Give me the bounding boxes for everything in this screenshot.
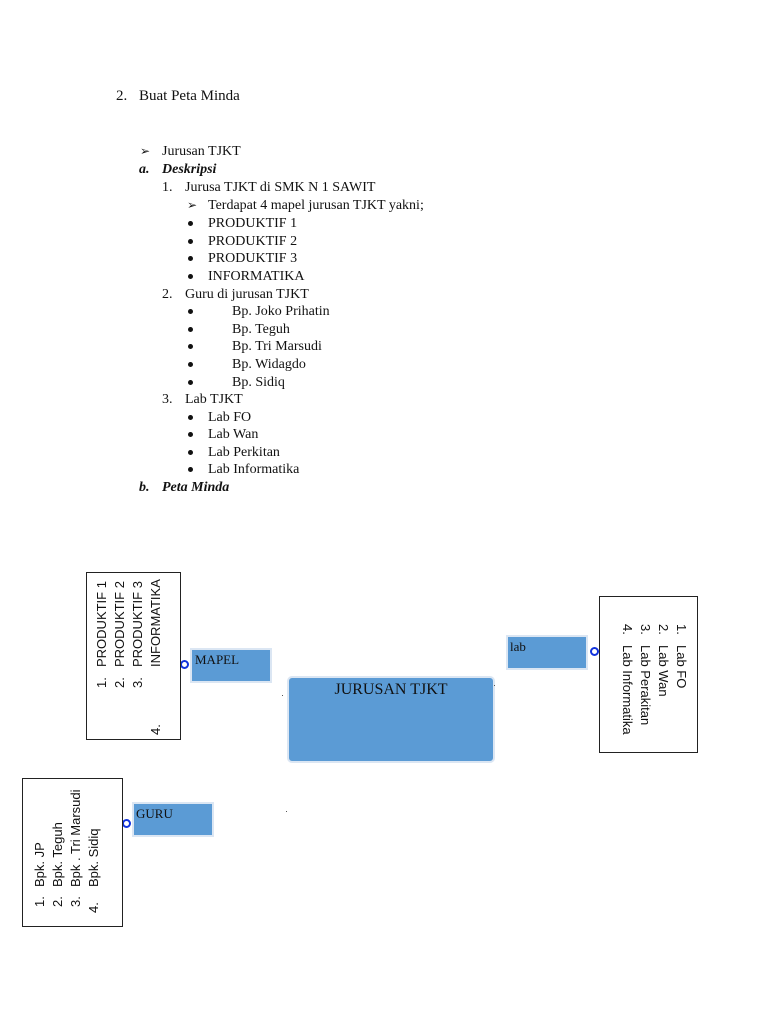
list-item: PRODUKTIF 2 [112, 581, 127, 667]
list-item: Bpk. JP [32, 842, 47, 887]
list-item: PRODUKTIF 2 [208, 234, 298, 249]
heading-number: 2. [116, 88, 128, 104]
list-item: PRODUKTIF 3 [208, 251, 298, 266]
mapel-list-box: 1. 2. 3. 4. PRODUKTIF 1 PRODUKTIF 2 PROD… [86, 572, 181, 740]
list-item: Bpk. Teguh [50, 822, 65, 887]
part-b-marker: b. [139, 480, 150, 495]
bullet-icon [188, 450, 193, 455]
bullet-icon [188, 274, 193, 279]
bullet-icon [188, 362, 193, 367]
connector-speck [286, 811, 287, 812]
list-item-number: 3. [130, 677, 145, 688]
mapel-node-label: MAPEL [195, 652, 240, 667]
list-item-number: 1. [94, 677, 109, 688]
item2-text: Guru di jurusan TJKT [185, 287, 309, 302]
lab-list: 1. 2. 3. 4. Lab FO Lab Wan Lab Perakitan… [610, 624, 690, 754]
list-item-number: 1. [32, 896, 47, 907]
mapel-node: MAPEL [190, 648, 272, 683]
guru-node-label: GURU [136, 806, 173, 821]
connector-handle [122, 819, 131, 828]
list-item: Bp. Teguh [232, 322, 290, 337]
list-item: INFORMATIKA [148, 579, 163, 667]
guru-node: GURU [132, 802, 214, 837]
list-item: Lab FO [208, 410, 252, 425]
list-item: Lab Wan [208, 427, 259, 442]
connector-handle [180, 660, 189, 669]
item2-number: 2. [162, 287, 173, 302]
item1-number: 1. [162, 180, 173, 195]
item1-sub: Terdapat 4 mapel jurusan TJKT yakni; [208, 198, 424, 213]
bullet-icon [188, 467, 193, 472]
item3-text: Lab TJKT [185, 392, 243, 407]
item3-number: 3. [162, 392, 173, 407]
item1-text: Jurusa TJKT di SMK N 1 SAWIT [185, 180, 376, 195]
bullet-icon [188, 380, 193, 385]
guru-list: 1. 2. 3. 4. Bpk. JP Bpk. Teguh Bpk . Tri… [31, 777, 111, 913]
center-node-label: JURUSAN TJKT [334, 681, 448, 698]
lab-list-box: 1. 2. 3. 4. Lab FO Lab Wan Lab Perakitan… [599, 596, 698, 753]
guru-list-box: 1. 2. 3. 4. Bpk. JP Bpk. Teguh Bpk . Tri… [22, 778, 123, 927]
list-item: Bp. Joko Prihatin [232, 304, 330, 319]
center-node: JURUSAN TJKT [287, 676, 495, 763]
bullet-icon [188, 256, 193, 261]
list-item: Lab Perkitan [208, 445, 280, 460]
list-item: Lab FO [674, 645, 689, 689]
heading-text: Buat Peta Minda [139, 88, 240, 104]
list-item: Lab Informatika [620, 645, 635, 735]
lab-node-label: lab [510, 639, 526, 654]
list-item: Bp. Widagdo [232, 357, 306, 372]
list-item-number: 3. [68, 896, 83, 907]
arrow-bullet-icon: ➢ [187, 198, 198, 212]
bullet-icon [188, 221, 193, 226]
bullet-icon [188, 415, 193, 420]
list-item: Bpk . Tri Marsudi [68, 789, 83, 887]
bullet-icon [188, 432, 193, 437]
list-item-number: 1. [674, 624, 689, 635]
lab-node: lab [506, 635, 588, 670]
list-item: Bp. Tri Marsudi [232, 339, 322, 354]
mapel-list: 1. 2. 3. 4. PRODUKTIF 1 PRODUKTIF 2 PROD… [93, 575, 173, 735]
list-item: Bp. Sidiq [232, 375, 285, 390]
section-title: Jurusan TJKT [162, 144, 241, 159]
list-item-number: 4. [620, 624, 635, 635]
bullet-icon [188, 327, 193, 332]
arrow-bullet-icon: ➢ [140, 144, 151, 158]
list-item: PRODUKTIF 1 [208, 216, 298, 231]
part-a-marker: a. [139, 162, 150, 177]
list-item: INFORMATIKA [208, 269, 305, 284]
connector-handle [590, 647, 599, 656]
list-item-number: 3. [638, 624, 653, 635]
list-item: Bpk. Sidiq [86, 828, 101, 887]
list-item: Lab Wan [656, 645, 671, 697]
list-item: Lab Perakitan [638, 645, 653, 726]
list-item-number: 2. [112, 677, 127, 688]
list-item-number: 4. [86, 902, 101, 913]
connector-speck [494, 685, 495, 686]
part-b-title: Peta Minda [162, 480, 230, 495]
bullet-icon [188, 309, 193, 314]
list-item-number: 4. [148, 724, 163, 735]
list-item-number: 2. [656, 624, 671, 635]
list-item: Lab Informatika [208, 462, 300, 477]
connector-speck [282, 695, 283, 696]
bullet-icon [188, 239, 193, 244]
list-item: PRODUKTIF 1 [94, 581, 109, 667]
part-a-title: Deskripsi [162, 162, 217, 177]
bullet-icon [188, 344, 193, 349]
list-item-number: 2. [50, 896, 65, 907]
list-item: PRODUKTIF 3 [130, 581, 145, 667]
